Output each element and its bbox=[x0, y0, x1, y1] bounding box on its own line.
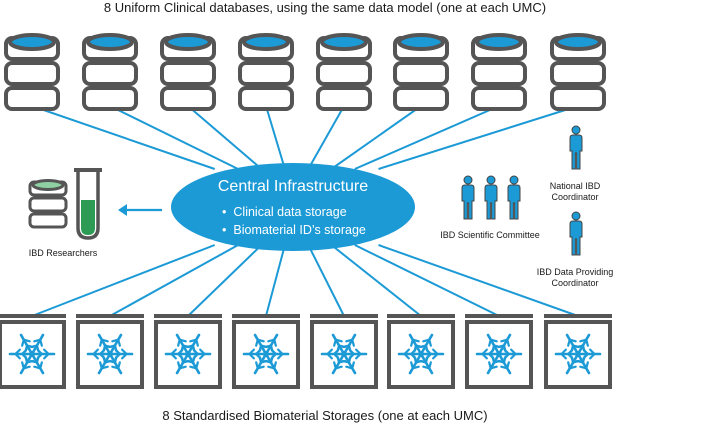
freezer-snowflake-icon-6 bbox=[387, 314, 455, 389]
connector-storage-3 bbox=[187, 244, 263, 317]
national-coordinator-label: National IBD Coordinator bbox=[530, 181, 620, 203]
connector-db-5 bbox=[307, 105, 345, 170]
national-coordinator-line-2: Coordinator bbox=[551, 192, 599, 202]
national-coordinator-line-1: National IBD bbox=[549, 181, 601, 191]
database-icon-1 bbox=[4, 33, 60, 111]
database-icon-5 bbox=[316, 33, 372, 111]
data-coordinator-line-1: IBD Data Providing bbox=[536, 267, 614, 277]
person-icon-national-coordinator bbox=[569, 125, 583, 170]
hub-title: Central Infrastructure bbox=[217, 178, 369, 195]
connector-storage-4 bbox=[265, 244, 286, 317]
researchers-label: IBD Researchers bbox=[28, 248, 98, 258]
freezer-snowflake-icon-4 bbox=[232, 314, 300, 389]
connector-db-8 bbox=[378, 105, 579, 170]
arrow-to-researchers bbox=[118, 204, 162, 216]
person-icon-data-coordinator bbox=[569, 211, 583, 256]
freezer-snowflake-icon-3 bbox=[154, 314, 222, 389]
data-coordinator-label: IBD Data Providing Coordinator bbox=[525, 267, 625, 289]
top-title: 8 Uniform Clinical databases, using the … bbox=[103, 0, 547, 15]
database-icon-2 bbox=[82, 33, 138, 111]
connector-storage-7 bbox=[354, 244, 500, 317]
hub-item-clinical: Clinical data storage bbox=[222, 203, 366, 221]
data-coordinator-line-2: Coordinator bbox=[551, 278, 599, 288]
freezer-snowflake-icon-5 bbox=[310, 314, 378, 389]
person-icon-committee-2 bbox=[484, 175, 498, 220]
connector-storage-8 bbox=[378, 244, 579, 317]
database-icon-8 bbox=[550, 33, 606, 111]
person-icon-committee-1 bbox=[461, 175, 475, 220]
connector-db-4 bbox=[265, 105, 286, 170]
hub-item-biomaterial: Biomaterial ID’s storage bbox=[222, 221, 365, 239]
person-icon-committee-3 bbox=[507, 175, 521, 220]
connector-storage-5 bbox=[307, 244, 345, 317]
connector-storage-1 bbox=[31, 244, 216, 317]
database-icon-4 bbox=[238, 33, 294, 111]
connector-db-6 bbox=[330, 105, 422, 170]
database-icon-3 bbox=[160, 33, 216, 111]
connector-db-3 bbox=[187, 105, 263, 170]
connector-storage-2 bbox=[109, 244, 239, 317]
hub-items: Clinical data storage Biomaterial ID’s s… bbox=[222, 203, 366, 239]
freezer-snowflake-icon-7 bbox=[465, 314, 533, 389]
database-icon-7 bbox=[471, 33, 527, 111]
test-tube-icon bbox=[74, 168, 102, 240]
connector-db-2 bbox=[109, 105, 239, 170]
database-icon-6 bbox=[393, 33, 449, 111]
committee-label: IBD Scientific Committee bbox=[440, 230, 540, 240]
researchers-database-icon bbox=[28, 179, 68, 229]
connector-storage-6 bbox=[330, 244, 422, 317]
connector-db-1 bbox=[31, 105, 216, 170]
freezer-snowflake-icon-1 bbox=[0, 314, 66, 389]
freezer-snowflake-icon-8 bbox=[544, 314, 612, 389]
bottom-title: 8 Standardised Biomaterial Storages (one… bbox=[162, 408, 488, 423]
connector-db-7 bbox=[354, 105, 500, 170]
freezer-snowflake-icon-2 bbox=[76, 314, 144, 389]
